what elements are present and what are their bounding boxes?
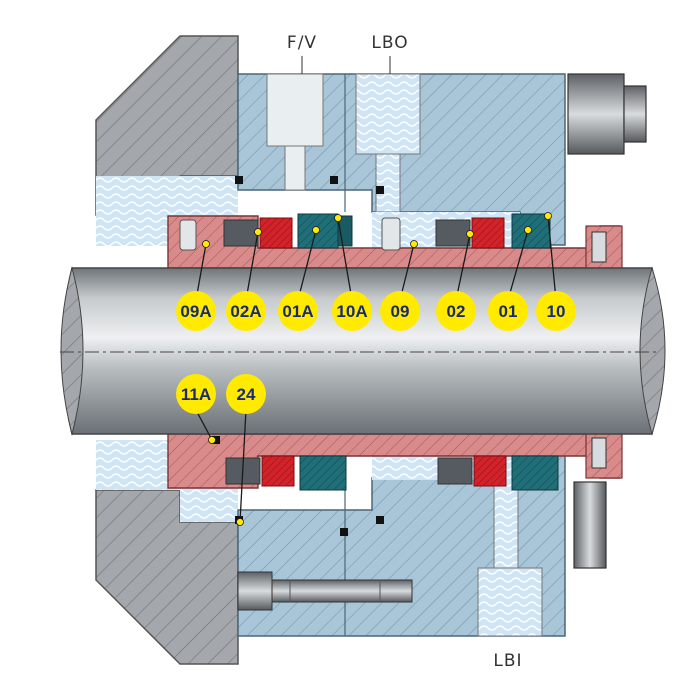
setting-clip <box>573 231 607 569</box>
callout-01a-text: 01A <box>282 302 313 321</box>
callout-02a-text: 02A <box>230 302 261 321</box>
callout-01: 01 <box>488 291 528 331</box>
callout-01-text: 01 <box>499 302 518 321</box>
leader-01 <box>507 229 529 301</box>
callout-02: 02 <box>436 291 476 331</box>
callout-leaders <box>195 215 557 523</box>
leader-10a <box>337 217 353 301</box>
gland-bolt-top <box>567 73 647 155</box>
shaft <box>60 266 666 436</box>
callout-24-text: 24 <box>237 385 256 404</box>
seal-components-lower <box>225 455 559 491</box>
pump-housing <box>95 35 239 665</box>
callout-10-text: 10 <box>547 302 566 321</box>
leader-24 <box>239 409 247 523</box>
callout-09: 09 <box>380 291 420 331</box>
callout-11a: 11A <box>176 374 216 414</box>
barrier-inlet-port <box>477 477 543 637</box>
flush-vent-port <box>266 73 324 191</box>
leader-02a <box>245 231 259 301</box>
socket-head-screw <box>237 571 413 611</box>
callout-24: 24 <box>226 374 266 414</box>
callout-01a: 01A <box>278 291 318 331</box>
callout-02-text: 02 <box>447 302 466 321</box>
barrier-inlet-label: LBI <box>493 651 522 671</box>
callout-09a: 09A <box>176 291 216 331</box>
leader-02 <box>455 233 471 301</box>
barrier-outlet-port <box>355 73 421 213</box>
callout-09a-text: 09A <box>180 302 211 321</box>
leader-09a <box>195 243 207 301</box>
callout-10: 10 <box>536 291 576 331</box>
leader-09 <box>399 243 415 301</box>
leader-11a <box>195 409 213 441</box>
flush-vent-label: F/V <box>287 33 317 53</box>
callout-11a-text: 11A <box>181 385 211 404</box>
leader-01a <box>297 229 317 301</box>
callout-02a: 02A <box>226 291 266 331</box>
callout-09-text: 09 <box>391 302 410 321</box>
callout-dots <box>202 212 552 526</box>
barrier-outlet-label: LBO <box>371 33 408 53</box>
leader-10 <box>547 215 557 301</box>
callout-10a: 10A <box>332 291 372 331</box>
callout-10a-text: 10A <box>336 302 367 321</box>
